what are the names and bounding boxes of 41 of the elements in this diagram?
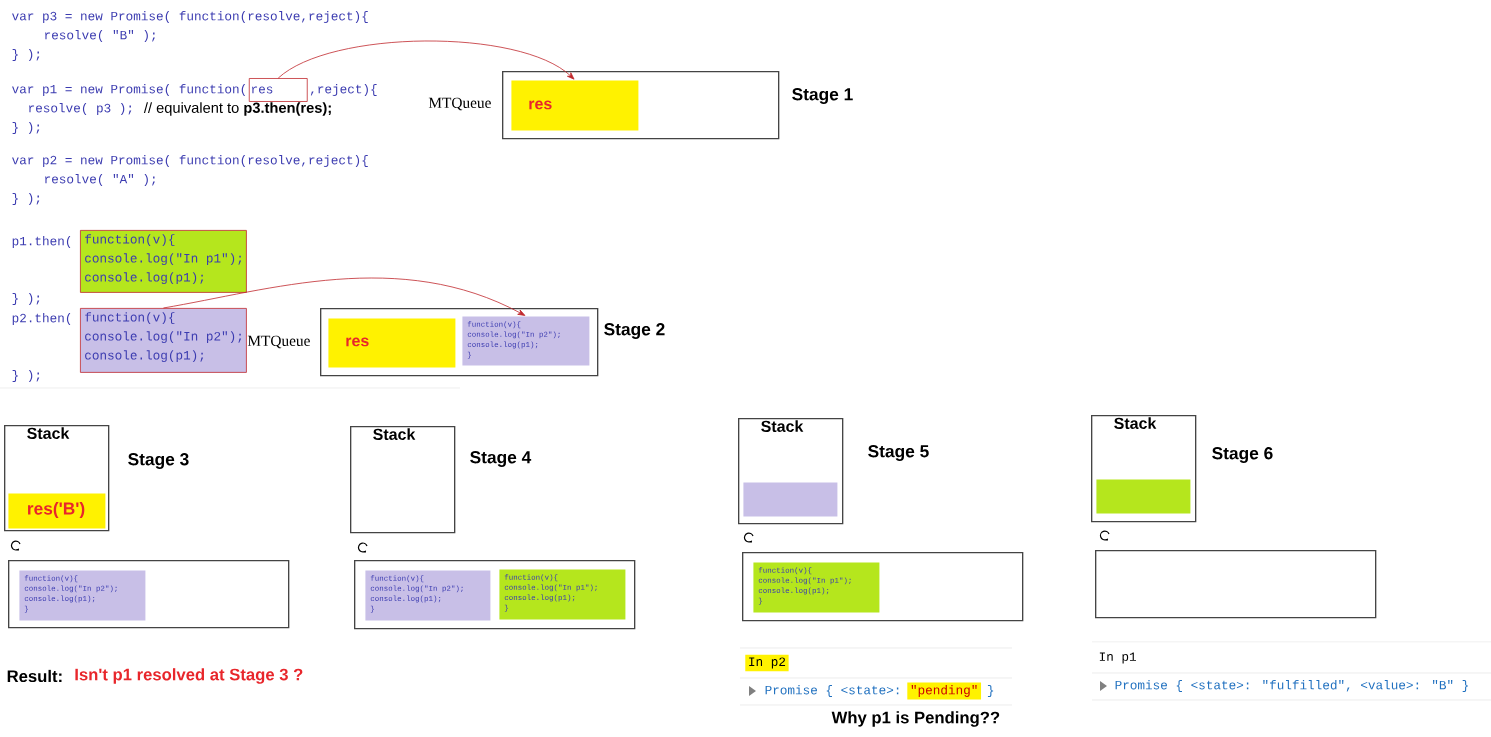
callback-box: function(v){ console.log("In p2"); console.log(p1); — [80, 308, 247, 373]
code-line: } ); — [12, 293, 40, 305]
queue-label: MTQueue — [428, 97, 491, 111]
stack-frame: res('B') — [8, 493, 106, 529]
queue-item: res — [511, 80, 639, 131]
queue-box — [1095, 550, 1377, 619]
code-line: } ); — [12, 370, 40, 382]
code-line: resolve( p3 ); — [29, 103, 132, 115]
console-output: Promise { <state>: — [765, 685, 899, 697]
callback-box: function(v){ console.log("In p1"); console.log(p1); — [80, 230, 247, 293]
code-line: } ); — [12, 49, 40, 61]
console-output: } — [987, 685, 994, 697]
code-line: var p1 = new Promise( function( — [12, 84, 246, 96]
stage-label: Stage 4 — [470, 451, 532, 467]
console-output: In p2 — [745, 654, 789, 672]
code-line: var p3 = new Promise( function(resolve,reject){ — [12, 11, 368, 23]
highlight-box: res — [248, 78, 308, 102]
stage-label: Stage 2 — [604, 323, 665, 339]
stack-frame — [1096, 479, 1191, 514]
code-line: } ); — [12, 122, 40, 134]
stack-box: Stack — [350, 426, 456, 534]
arrow — [277, 40, 575, 80]
stage-label: Stage 3 — [128, 453, 189, 469]
stage-label: Stage 6 — [1212, 447, 1273, 463]
code-line: resolve( "B" ); — [45, 30, 155, 42]
highlighted-text: "pending" — [907, 682, 982, 700]
queue-label: MTQueue — [247, 335, 310, 349]
stage-label: Stage 5 — [868, 445, 929, 461]
code-line: var p2 = new Promise( function(resolve,reject){ — [12, 155, 368, 167]
code-comment: // equivalent to p3.then(res); — [143, 102, 331, 116]
code-line: resolve( "A" ); — [45, 174, 155, 186]
console-output: In p1 — [1099, 652, 1136, 664]
stage-label: Stage 1 — [792, 88, 853, 104]
question-text: Isn't p1 resolved at Stage 3 ? — [75, 668, 303, 684]
code-line: } ); — [12, 193, 40, 205]
code-line: p2.then( — [12, 313, 71, 325]
stack-frame — [743, 482, 838, 517]
console-output: Promise { <state>: "fulfilled", <value>: "B" } — [1115, 680, 1468, 692]
question-text: Why p1 is Pending?? — [831, 711, 1000, 727]
result-label: Result: — [7, 669, 62, 683]
queue-item: res — [328, 318, 456, 368]
